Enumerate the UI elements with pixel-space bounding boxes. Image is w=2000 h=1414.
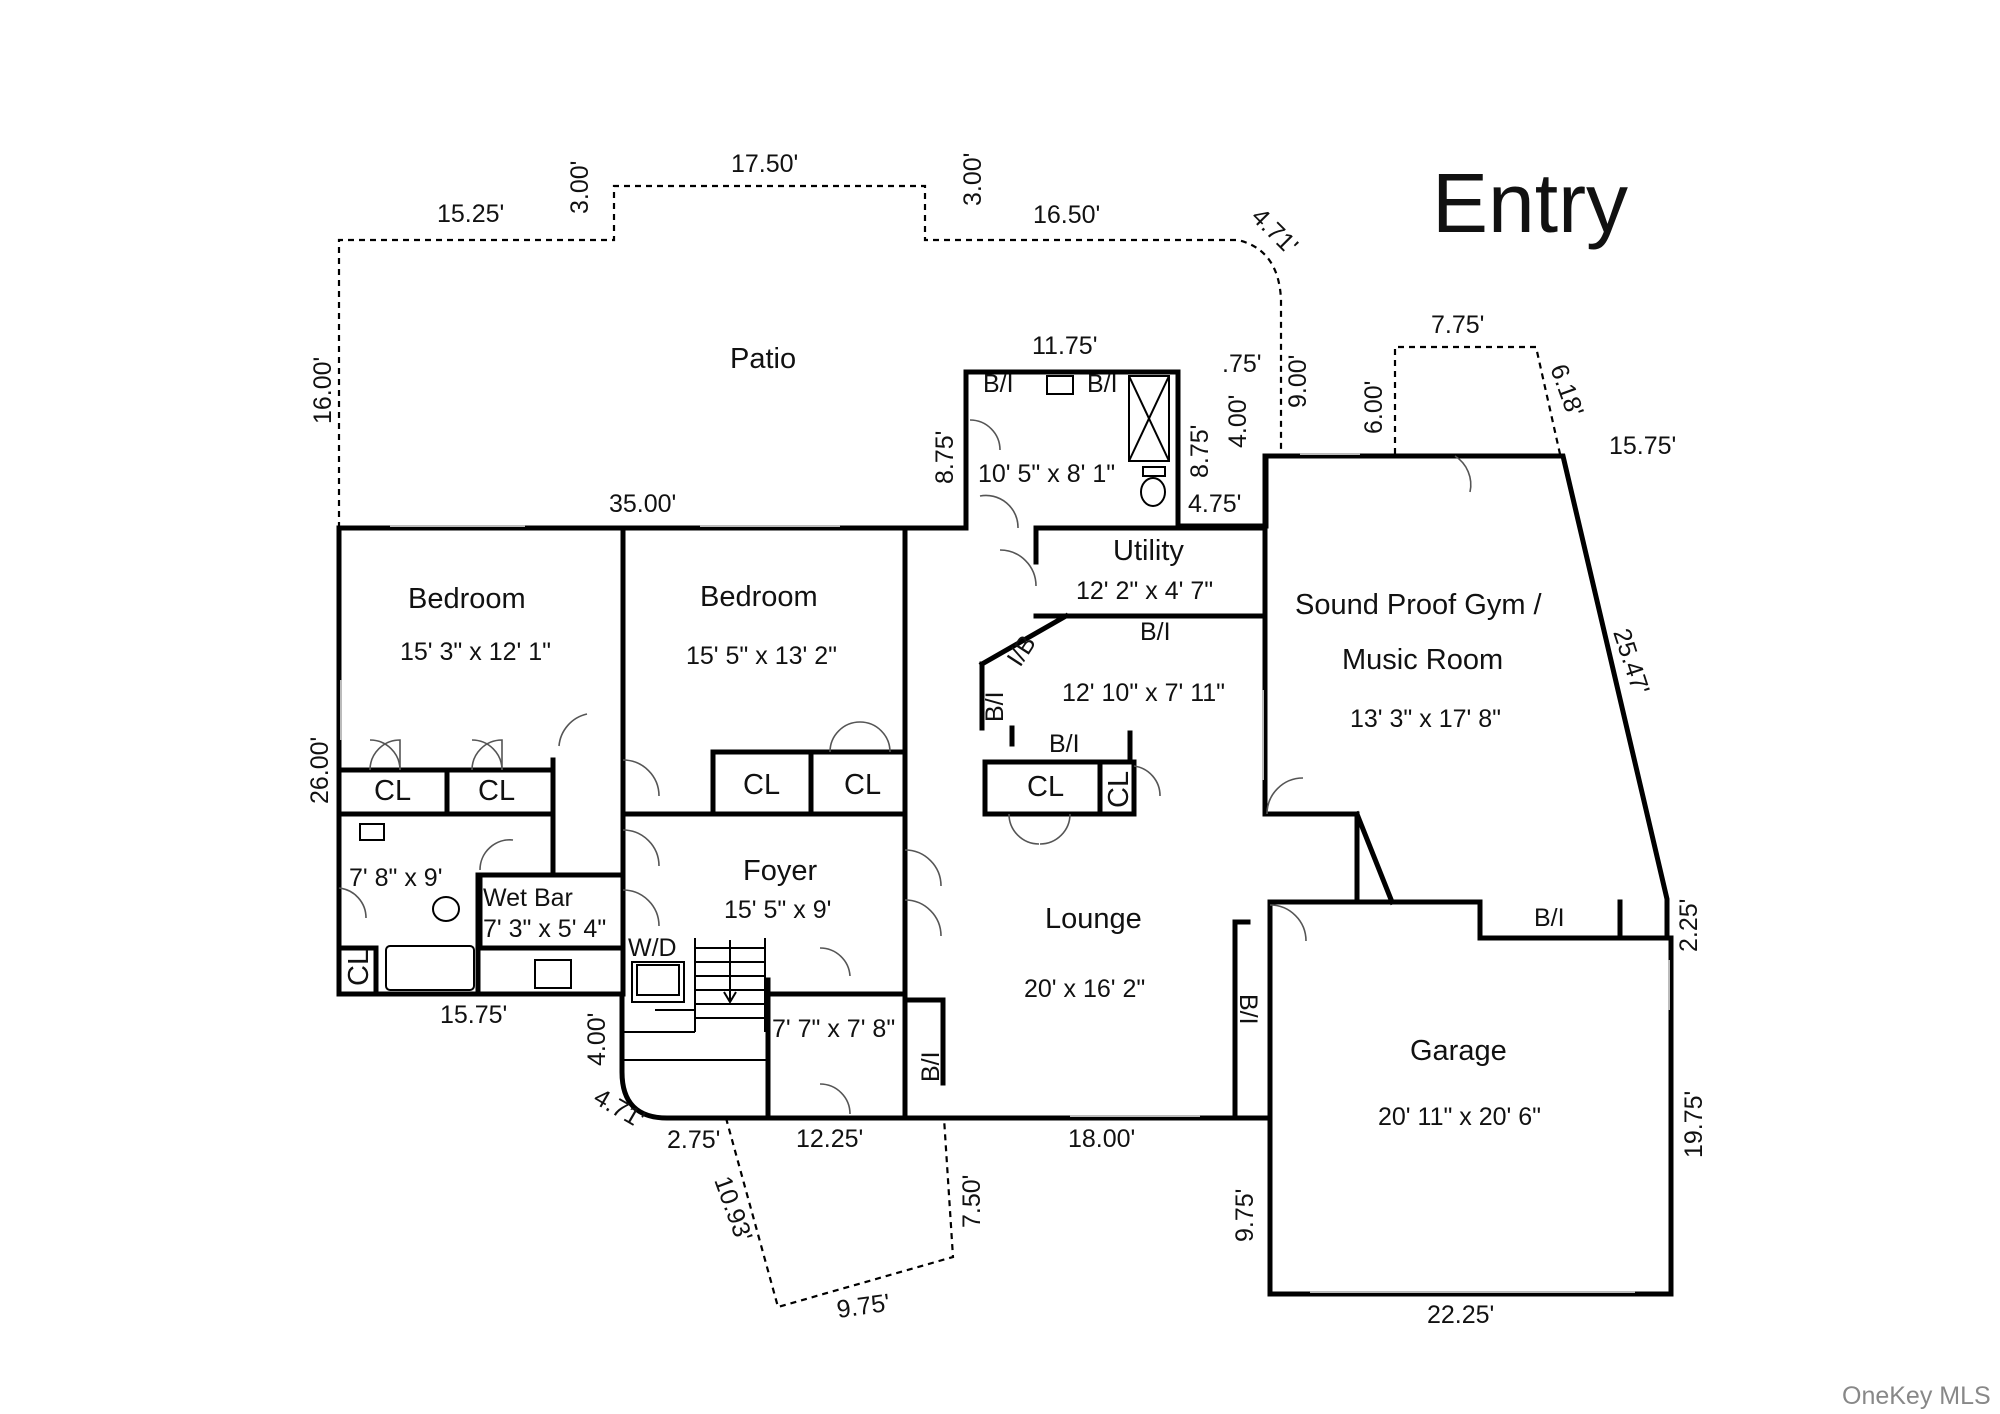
room-bath-top-size: 10' 5" x 8' 1" [978,460,1115,488]
room-gym-name-line1: Sound Proof Gym / [1295,589,1543,621]
closet-label: CL [844,769,881,801]
dimension-label: 4.71' [589,1083,649,1134]
dimension-label: 25.47' [1607,625,1654,698]
room-bedroom1-size: 15' 3" x 12' 1" [400,638,551,666]
dimension-label: 9.00' [1284,355,1312,408]
dimension-label: 4.00' [1224,395,1252,448]
room-utility-name: Utility [1113,535,1184,567]
room-bedroom2-size: 15' 5" x 13' 2" [686,642,837,670]
dimension-label: 19.75' [1680,1091,1708,1158]
dimension-label: 6.18' [1544,360,1589,420]
door-swings [338,419,1472,1115]
dimension-label: 22.25' [1427,1301,1494,1329]
built-in-label: B/I [1140,618,1171,646]
dimension-label: 17.50' [731,150,798,178]
closet-label: CL [1027,771,1064,803]
dimension-label: 10.93' [708,1172,757,1245]
room-hall-size: 12' 10" x 7' 11" [1062,679,1225,707]
dimension-label: 35.00' [609,490,676,518]
front-porch-outline [724,1117,955,1309]
built-in-label: B/I [1049,730,1080,758]
closet-label: CL [743,769,780,801]
closet-label: CL [374,775,411,807]
built-in-label: B/I [1534,904,1565,932]
dimension-label: 9.75' [835,1289,892,1324]
dimension-label: 2.75' [667,1126,720,1154]
dimension-label: 15.75' [440,1001,507,1029]
room-wet-bar-size: 7' 3" x 5' 4" [483,915,606,943]
closet-label: CL [478,775,515,807]
built-in-label-diagonal: I/B [1002,630,1042,671]
dimension-label: 16.50' [1033,201,1100,229]
room-gym-size: 13' 3" x 17' 8" [1350,705,1501,733]
room-lounge-size: 20' x 16' 2" [1024,975,1145,1003]
dimension-label: 7.50' [958,1175,986,1228]
room-lounge-name: Lounge [1045,903,1142,935]
dimension-label: 7.75' [1431,311,1484,339]
room-bath-left-size: 7' 8" x 9' [349,864,442,892]
room-patio-name: Patio [730,343,796,375]
watermark: OneKey MLS [1842,1382,1991,1410]
room-foyer-size: 15' 5" x 9' [724,896,831,924]
entry-bump-outline [1393,345,1562,455]
dimension-label: 3.00' [959,153,987,206]
windows [340,453,1670,1293]
room-gym-name-line2: Music Room [1342,644,1503,676]
dimension-label: 9.75' [1231,1189,1259,1242]
dimension-label: 26.00' [306,737,334,804]
built-in-label-vertical: B/I [917,1051,945,1082]
patio-outline [337,184,1283,528]
dimension-label: .75' [1222,350,1262,378]
built-in-label: B/I [983,370,1014,398]
room-wet-bar-name: Wet Bar [483,884,573,912]
dimension-label: 12.25' [796,1125,863,1153]
dimension-label: 11.75' [1032,332,1097,360]
page-title: Entry [1432,156,1628,250]
dimension-label: 4.71' [1246,202,1304,260]
room-foyer-name: Foyer [743,855,817,887]
dimension-label: 8.75' [931,431,959,484]
room-bedroom2-name: Bedroom [700,581,818,613]
closet-label-vertical: CL [343,949,375,986]
dimension-label: 4.00' [583,1013,611,1066]
room-garage-name: Garage [1410,1035,1507,1067]
interior-walls [336,453,1670,1121]
dimension-label: 8.75' [1186,425,1214,478]
exterior-wall [336,369,1674,1297]
dimension-label: 4.75' [1188,490,1241,518]
fixtures [359,375,1170,1061]
washer-dryer-label: W/D [628,934,677,962]
room-utility-size: 12' 2" x 4' 7" [1076,577,1213,605]
dimension-label: 18.00' [1068,1125,1135,1153]
dimension-label: 16.00' [309,357,337,424]
dimension-label: 2.25' [1675,899,1703,952]
built-in-label-vertical: B/I [1234,994,1262,1025]
room-small-size: 7' 7" x 7' 8" [772,1015,895,1043]
dimension-label: 6.00' [1360,381,1388,434]
built-in-label: B/I [1087,370,1118,398]
dimension-label: 15.75' [1609,432,1676,460]
dimension-label: 3.00' [566,161,594,214]
room-garage-size: 20' 11" x 20' 6" [1378,1103,1541,1131]
room-bedroom1-name: Bedroom [408,583,526,615]
built-in-label-vertical: B/I [981,691,1009,722]
dimension-label: 15.25' [437,200,504,228]
closet-label-vertical: CL [1103,771,1135,808]
